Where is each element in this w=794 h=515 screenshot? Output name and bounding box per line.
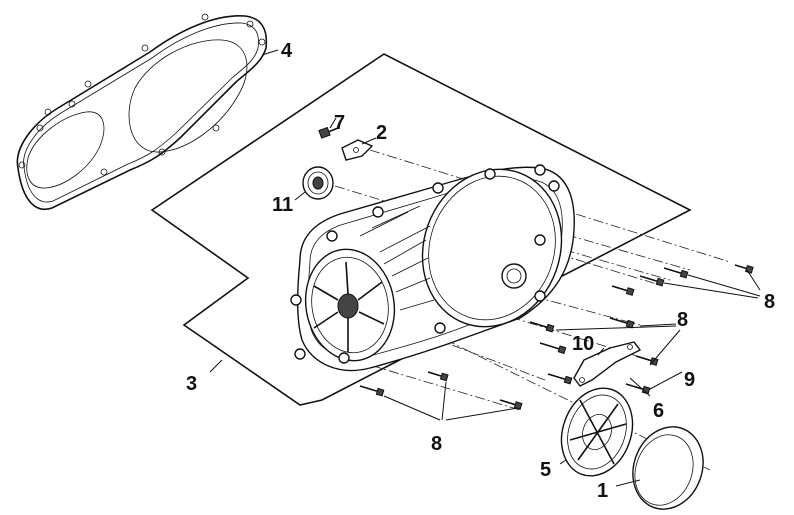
- gasket-part-4: [16, 13, 268, 210]
- leader-8-right-b: [746, 269, 761, 291]
- leader-1: [615, 479, 641, 487]
- leader-7: [329, 117, 337, 129]
- leader-11: [294, 191, 306, 201]
- bracket-part-2: [341, 139, 374, 161]
- leader-8-left-a: [383, 395, 441, 421]
- callout-6: 6: [653, 400, 664, 422]
- callout-8-right: 8: [764, 291, 775, 313]
- leader-10: [597, 347, 605, 356]
- leader-8-left-c: [445, 407, 519, 421]
- bearing-part-11: [302, 166, 334, 200]
- cap-part-1: [632, 426, 704, 510]
- grille-part-5: [560, 387, 634, 477]
- leader-8-middle-b: [639, 323, 677, 327]
- leader-4: [261, 49, 279, 56]
- leader-2: [361, 137, 377, 145]
- callout-9: 9: [684, 369, 695, 391]
- callout-3: 3: [186, 373, 197, 395]
- leader-8-right-a: [687, 274, 761, 297]
- callout-2: 2: [376, 122, 387, 144]
- bolt-group-8-right: [611, 264, 754, 296]
- callout-8-middle: 8: [677, 309, 688, 331]
- leader-5: [559, 459, 567, 465]
- leader-8-left-b: [441, 381, 447, 421]
- crankcase-cover: [290, 164, 575, 372]
- leader-3: [209, 359, 223, 373]
- bolt-group-8-left: [359, 371, 523, 410]
- plate-outline-part-3: [150, 53, 692, 406]
- callout-11: 11: [272, 194, 293, 216]
- leader-9-a: [649, 329, 681, 366]
- callout-10: 10: [572, 333, 594, 355]
- screw-part-7: [318, 126, 339, 139]
- callout-5: 5: [540, 459, 551, 481]
- callout-8-left: 8: [431, 433, 442, 455]
- leader-8-middle-a: [555, 325, 677, 331]
- bolt-group-8-middle: [529, 317, 659, 395]
- callout-7: 7: [334, 112, 345, 134]
- callout-1: 1: [597, 480, 608, 502]
- clip-part-10: [573, 341, 642, 387]
- callout-4: 4: [281, 40, 293, 62]
- leader-9-b: [649, 371, 683, 390]
- leader-8-right-c: [663, 282, 759, 299]
- leader-6: [629, 377, 651, 397]
